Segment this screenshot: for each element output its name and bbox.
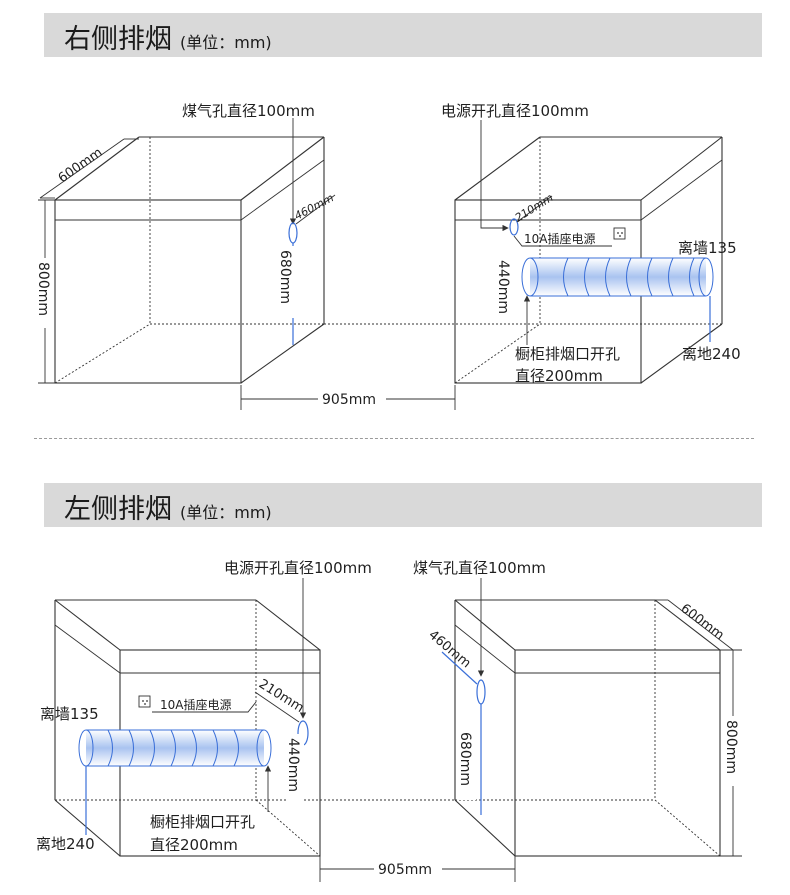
cabinet-box-stove-right xyxy=(54,136,325,384)
diagram-right-exhaust: 600mm 800mm 煤气孔直径100mm 460mm 680mm 电源开孔直… xyxy=(35,102,741,410)
wall-distance-label-right: 离墙135 xyxy=(678,239,737,257)
depth-label-left: 600mm xyxy=(678,601,727,643)
power-hole-marker-right xyxy=(509,218,519,236)
gap-label-left: 905mm xyxy=(378,862,432,878)
power-hole-leader-right xyxy=(480,120,509,232)
vent-hole-label-line1-left: 橱柜排烟口开孔 xyxy=(150,813,255,831)
power-offset-label-right: 210mm xyxy=(513,191,556,225)
section-header-left: 左侧排烟 (单位：mm) xyxy=(44,483,762,527)
duct-height-label-left: 440mm xyxy=(285,738,301,792)
gas-hole-label-right: 煤气孔直径100mm xyxy=(182,102,315,120)
section-header-right: 右侧排烟 (单位：mm) xyxy=(44,13,762,57)
dimension-line-depth-left xyxy=(667,599,734,651)
unit-label-right: (单位：mm) xyxy=(180,33,272,52)
gap-label-right: 905mm xyxy=(322,392,376,408)
socket-label-right: 10A插座电源 xyxy=(524,231,595,246)
cabinet-box-stove-left xyxy=(454,599,721,857)
height-label-left: 800mm xyxy=(723,720,739,774)
duct-height-label-right: 440mm xyxy=(495,260,511,314)
socket-outlet-icon-left xyxy=(138,695,151,708)
gas-hole-label-left: 煤气孔直径100mm xyxy=(413,559,546,577)
section-divider xyxy=(34,438,754,439)
gas-offset-label-right: 460mm xyxy=(292,191,336,222)
vent-hole-label-line1-right: 橱柜排烟口开孔 xyxy=(515,345,620,363)
dimension-line-depth-right xyxy=(39,138,125,199)
vent-hole-label-line2-left: 直径200mm xyxy=(150,836,238,854)
height-label-right: 800mm xyxy=(35,262,51,316)
floor-distance-label-right: 离地240 xyxy=(682,345,741,363)
socket-outlet-icon-right xyxy=(613,227,626,240)
gas-height-label-right: 680mm xyxy=(277,250,293,304)
diagram-left-exhaust: 600mm 800mm 电源开孔直径100mm 210mm 10A插座电源 xyxy=(36,559,742,882)
socket-label-left: 10A插座电源 xyxy=(160,697,231,712)
depth-label-right: 600mm xyxy=(56,145,106,186)
power-hole-label-left: 电源开孔直径100mm xyxy=(224,559,372,577)
unit-label-left: (单位：mm) xyxy=(180,503,272,522)
gas-height-label-left: 680mm xyxy=(457,732,473,786)
power-hole-label-right: 电源开孔直径100mm xyxy=(441,102,589,120)
exhaust-duct-right xyxy=(521,257,714,297)
gas-hole-marker-left xyxy=(476,679,486,705)
floor-distance-label-left: 离地240 xyxy=(36,835,95,853)
vent-hole-label-line2-right: 直径200mm xyxy=(515,367,603,385)
section-title-right: 右侧排烟 xyxy=(64,24,172,55)
exhaust-duct-left xyxy=(78,729,272,767)
section-title-left: 左侧排烟 xyxy=(64,494,172,525)
wall-distance-label-left: 离墙135 xyxy=(40,705,99,723)
gas-hole-marker-right xyxy=(288,222,298,244)
